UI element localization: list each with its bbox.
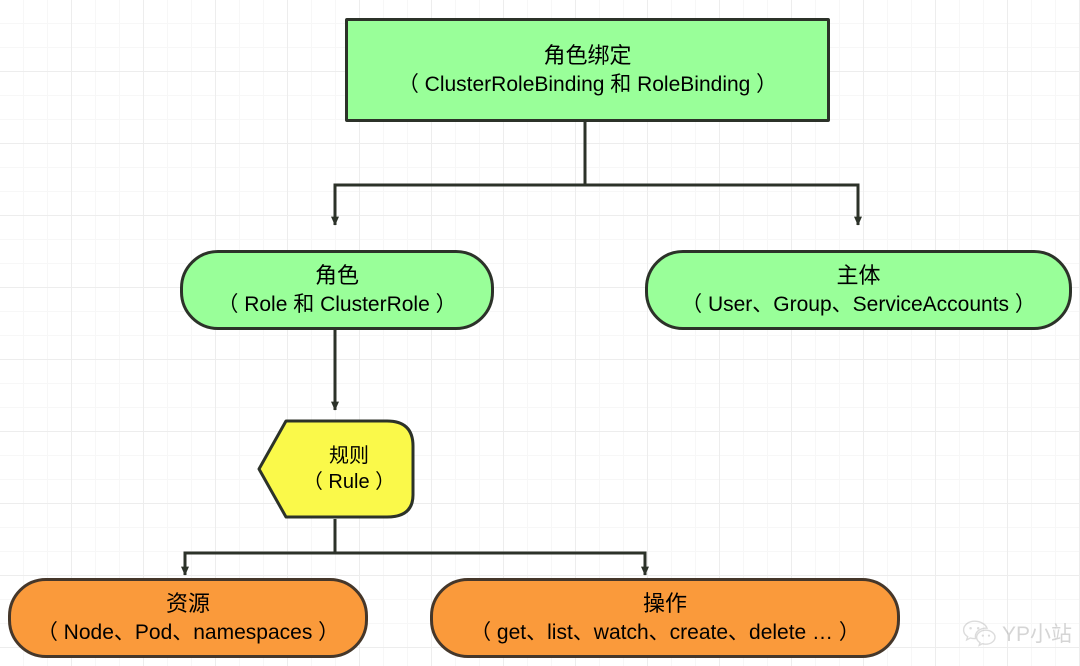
node-verb-subtitle: （ get、list、watch、create、delete … ）: [470, 620, 860, 644]
node-resource-subtitle: （ Node、Pod、namespaces ）: [36, 620, 340, 644]
node-role-title: 角色: [314, 263, 359, 289]
watermark-text: YP小站: [1001, 623, 1072, 646]
edge-rule-to-resource: [181, 519, 337, 576]
node-rule-label: 规则 （ Rule ）: [256, 418, 416, 520]
node-resource-title: 资源: [165, 591, 210, 617]
node-rule-subtitle: （ Rule ）: [302, 471, 396, 493]
edge-rule-to-verb: [335, 551, 649, 576]
node-rule[interactable]: 规则 （ Rule ）: [256, 418, 416, 520]
node-subject-subtitle: （ User、Group、ServiceAccounts ）: [681, 292, 1036, 316]
node-rule-shape: [257, 419, 415, 519]
node-role-subtitle: （ Role 和 ClusterRole ）: [217, 292, 457, 316]
node-role-binding-title: 角色绑定: [543, 43, 632, 69]
node-rule-title: 规则: [329, 445, 369, 467]
node-verb[interactable]: 操作 （ get、list、watch、create、delete … ）: [430, 578, 900, 658]
node-role-binding-subtitle: （ ClusterRoleBinding 和 RoleBinding ）: [397, 72, 778, 96]
node-role[interactable]: 角色 （ Role 和 ClusterRole ）: [180, 250, 494, 330]
node-verb-title: 操作: [642, 591, 687, 617]
edge-rolebinding-to-role: [331, 122, 587, 226]
wechat-icon: [962, 619, 996, 647]
node-role-binding[interactable]: 角色绑定 （ ClusterRoleBinding 和 RoleBinding …: [345, 18, 830, 122]
watermark: YP小站: [962, 618, 1072, 648]
edge-rolebinding-to-subject: [585, 183, 862, 226]
node-resource[interactable]: 资源 （ Node、Pod、namespaces ）: [8, 578, 368, 658]
node-subject[interactable]: 主体 （ User、Group、ServiceAccounts ）: [645, 250, 1072, 330]
node-subject-title: 主体: [836, 263, 881, 289]
